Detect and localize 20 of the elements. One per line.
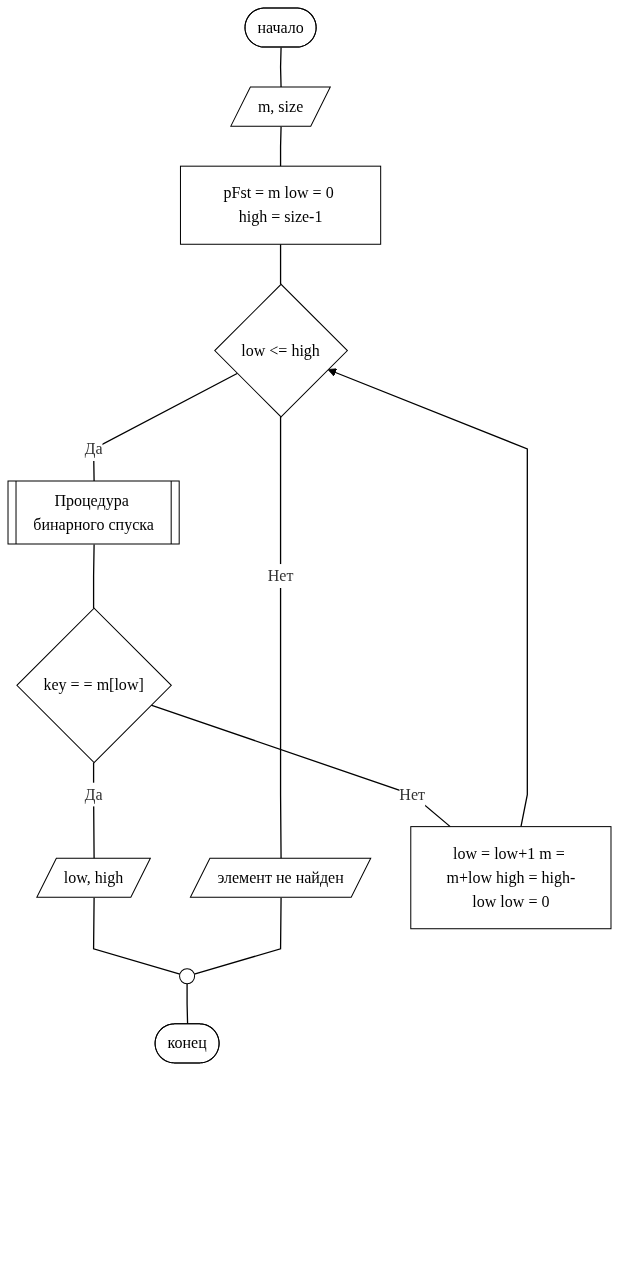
- node-box: low = low+1 m = m+low high = high-low low = 0: [410, 826, 612, 930]
- node-box: pFst = m low = 0 high = size-1: [179, 165, 382, 245]
- connector: [279, 125, 282, 167]
- node-diamond: low <= high: [214, 283, 348, 418]
- edge-label: Да: [84, 785, 103, 803]
- connector: [279, 416, 282, 860]
- node-diamond: key = = m[low]: [16, 607, 172, 764]
- edge-label: Нет: [267, 567, 294, 585]
- connector: [92, 897, 181, 975]
- connector: [186, 983, 189, 1025]
- node-circle: [179, 968, 196, 985]
- connector: [193, 897, 282, 975]
- connector: [150, 704, 451, 828]
- edge-label: Да: [84, 439, 103, 457]
- connector: [279, 243, 282, 285]
- edge-label: Нет: [399, 785, 425, 803]
- arrow: [327, 368, 528, 828]
- connector: [92, 543, 95, 609]
- connector: [279, 46, 282, 89]
- connector: [92, 372, 238, 483]
